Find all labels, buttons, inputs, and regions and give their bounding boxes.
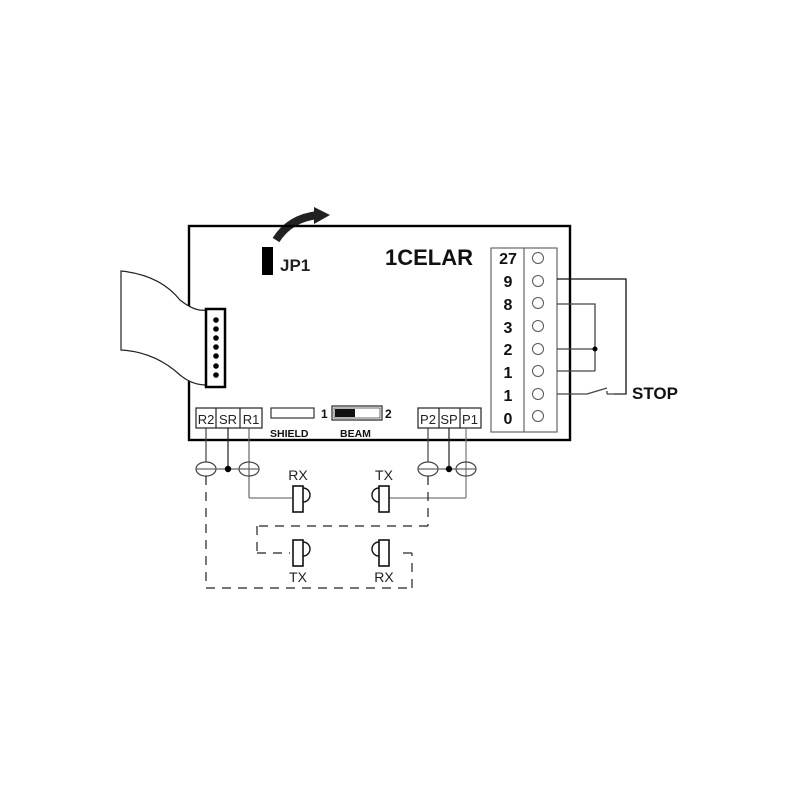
photocell-label: TX [375,467,394,483]
terminal-label: 2 [504,342,513,359]
receiver-terminals: R2 SR R1 [195,407,263,429]
photocell-label: TX [289,569,308,585]
terminal-label: 1 [504,388,513,405]
photocell-rx-1: RX [288,467,311,513]
terminal-label: 27 [499,251,517,268]
terminal-block: 27 9 8 3 2 1 1 0 [490,247,558,433]
terminal-label: 3 [504,320,513,337]
beam-switch[interactable] [331,405,383,421]
shield-label: SHIELD [270,428,309,440]
transmitter-wiring [256,428,477,554]
terminal-label: 8 [504,297,513,314]
photocell-label: RX [288,467,308,483]
jp1-label: JP1 [280,256,310,275]
rotation-arrow-icon [272,207,330,243]
beam-position-label: 2 [385,407,392,421]
terminal-r1: R1 [243,412,260,427]
stop-wiring [557,278,627,395]
receiver-wiring [195,428,413,589]
terminal-screw-icon[interactable] [532,252,544,264]
terminal-screw-icon[interactable] [532,365,544,377]
terminal-r2: R2 [198,412,215,427]
board-label: 1CELAR [385,245,473,270]
stop-switch-icon [586,387,608,395]
terminal-screw-icon[interactable] [532,410,544,422]
shield-position-label: 1 [321,407,328,421]
terminal-screw-icon[interactable] [532,388,544,400]
transmitter-terminals: P2 SP P1 [417,407,482,429]
ribbon-cable [120,270,227,389]
shield-switch[interactable] [270,407,315,419]
photocell-tx-1: TX [371,467,394,513]
photocell-label: RX [374,569,394,585]
stop-label: STOP [632,384,678,403]
terminal-p2: P2 [420,412,436,427]
terminal-screw-icon[interactable] [532,275,544,287]
terminal-label: 1 [504,365,513,382]
terminal-screw-icon[interactable] [532,320,544,332]
terminal-sp: SP [440,412,457,427]
jp1-jumper[interactable] [262,247,273,275]
terminal-screw-icon[interactable] [532,343,544,355]
photocell-tx-2: TX [289,539,311,585]
beam-label: BEAM [340,428,371,440]
terminal-label: 9 [504,274,513,291]
terminal-p1: P1 [462,412,478,427]
terminal-sr: SR [219,412,237,427]
terminal-label: 0 [504,411,513,428]
photocell-rx-2: RX [371,539,394,585]
terminal-screw-icon[interactable] [532,297,544,309]
